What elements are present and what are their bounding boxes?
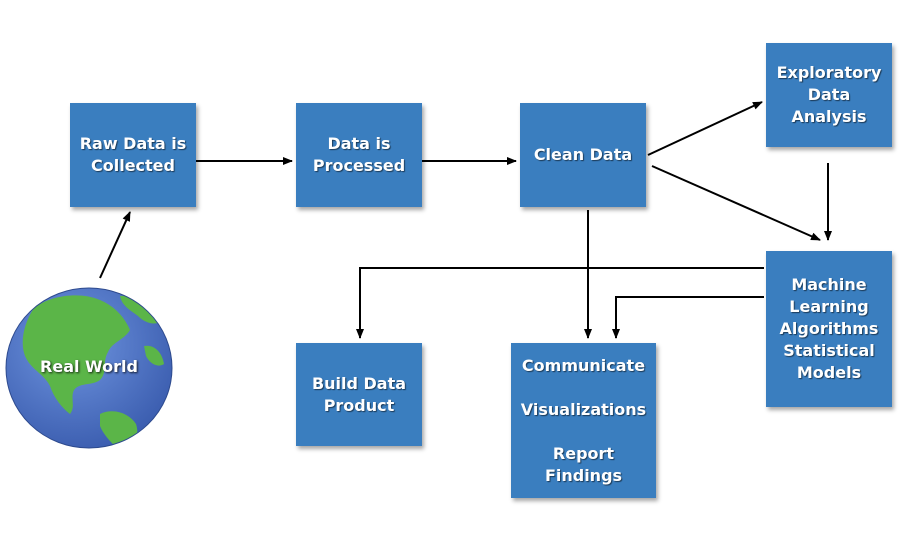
node-raw-line-1: Raw Data is [79,134,187,153]
arrow-clean-to-eda [647,101,763,156]
node-ml-line-2: Learning [789,297,869,316]
node-clean-line-1: Clean Data [533,145,633,164]
node-eda-line-2: Data [807,85,851,104]
arrow-realworld-to-raw [99,211,131,279]
arrow-ml-to-product [356,267,764,339]
node-raw-data-collected: Raw Data is Collected [70,103,196,207]
node-communicate-line-1: Communicate [521,355,646,375]
node-processed-line-1: Data is [327,134,391,153]
arrow-clean-to-ml [651,165,821,241]
node-communicate: Communicate Visualizations Report Findin… [511,343,656,498]
node-ml-line-1: Machine [791,275,867,294]
node-machine-learning: Machine Learning Algorithms Statistical … [766,251,892,407]
node-build-data-product: Build Data Product [296,343,422,446]
node-eda-line-1: Exploratory [776,63,882,82]
node-product-line-2: Product [323,395,395,415]
node-ml-line-4: Statistical [783,341,875,360]
globe-label: Real World [40,357,138,376]
node-raw-line-2: Collected [90,156,175,175]
node-communicate-line-2: Visualizations [520,399,647,419]
node-clean-data: Clean Data [520,103,646,207]
node-ml-line-5: Models [796,363,862,382]
node-processed-line-2: Processed [312,156,406,175]
node-communicate-line-3: Report [552,443,615,463]
globe-icon [5,287,173,449]
node-product-line-1: Build Data [311,373,407,393]
node-data-processed: Data is Processed [296,103,422,207]
node-eda-line-3: Analysis [791,107,867,126]
arrow-ml-to-communicate [612,296,764,339]
node-communicate-line-4: Findings [544,465,623,485]
node-exploratory-data-analysis: Exploratory Data Analysis [766,43,892,147]
node-ml-line-3: Algorithms [779,319,879,338]
